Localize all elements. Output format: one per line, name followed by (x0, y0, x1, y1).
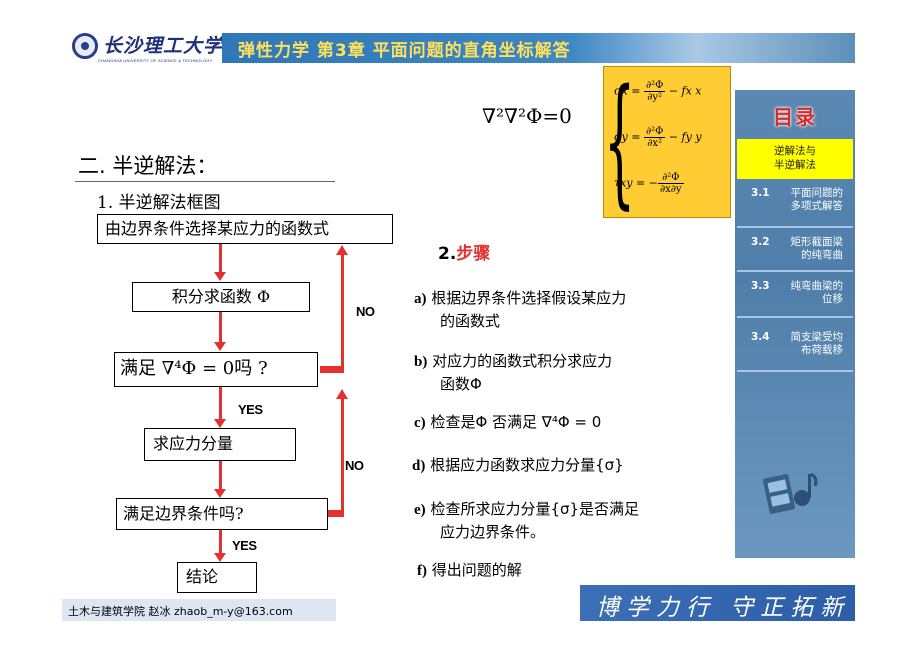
sidebar-title: 目录 (773, 105, 817, 129)
sigma-y-equation: σy = ∂²Φ∂x² − fy y (614, 126, 702, 149)
footer-motto: 博学力行 守正拓新 (596, 595, 851, 621)
footer-motto-bar (580, 585, 855, 621)
sidebar-divider (737, 226, 853, 228)
footer-author: 土木与建筑学院 赵冰 zhaob_m-y@163.com (68, 605, 293, 618)
flow-arrow-shaft (219, 461, 222, 489)
sidebar-item-3-1[interactable]: 3.1 平面问题的 多项式解答 (737, 187, 853, 213)
equation-brace: { (604, 60, 636, 223)
stress-equations-box (603, 66, 731, 218)
sidebar-item-label: 矩形截面梁 的纯弯曲 (790, 236, 844, 261)
flowchart-box-stress-components: 求应力分量 (144, 428, 296, 461)
section-divider (75, 181, 335, 182)
sidebar-item-label: 简支梁受均 布荷载移 (790, 331, 844, 356)
university-name: 长沙理工大学 (103, 35, 224, 57)
flowchart-box-check-boundary: 满足边界条件吗? (116, 498, 328, 530)
steps-heading: 2.步骤 (438, 239, 490, 264)
no-loop-connector (328, 510, 344, 517)
steps-title-text: 步骤 (456, 244, 491, 264)
step-item: f) 得出问题的解 (417, 561, 522, 579)
sidebar-item-num: 3.2 (751, 236, 770, 248)
yes-label: YES (238, 402, 263, 417)
sidebar-item-label: 纯弯曲梁的 位移 (790, 280, 844, 305)
sidebar-item-label: 逆解法与 半逆解法 (774, 145, 816, 171)
sidebar-divider (737, 270, 853, 272)
title-bar (222, 33, 855, 63)
sidebar-item-3-4[interactable]: 3.4 简支梁受均 布荷载移 (737, 331, 853, 357)
film-music-icon[interactable] (762, 468, 820, 518)
section-title: 二. 半逆解法： (78, 154, 218, 178)
no-loop-shaft (341, 398, 344, 517)
university-english-name: CHANGSHA UNIVERSITY OF SCIENCE & TECHNOL… (98, 58, 213, 63)
flowchart-box-check-biharmonic: 满足 ∇⁴Φ = 0吗 ? (114, 352, 318, 387)
sidebar-item-active[interactable]: 逆解法与 半逆解法 (737, 139, 853, 179)
no-loop-shaft (341, 254, 344, 373)
sidebar-item-num: 3.4 (751, 331, 770, 343)
step-item: a) 根据边界条件选择假设某应力的函数式 (414, 289, 627, 330)
no-loop-connector (320, 366, 342, 373)
sidebar-item-num: 3.3 (751, 280, 770, 292)
step-item: c) 检查是Φ 否满足 ∇⁴Φ = 0 (414, 413, 602, 431)
university-logo-icon (72, 33, 98, 59)
sidebar-item-3-3[interactable]: 3.3 纯弯曲梁的 位移 (737, 280, 853, 306)
flow-arrow-up-icon (336, 389, 348, 399)
flow-arrow-down-icon (214, 419, 226, 428)
flow-arrow-down-icon (214, 272, 226, 281)
yes-label: YES (232, 538, 257, 553)
steps-number: 2. (438, 244, 457, 264)
flow-arrow-down-icon (214, 489, 226, 498)
step-item: b) 对应力的函数式积分求应力函数Φ (414, 352, 613, 393)
flowchart-box-select-stress: 由边界条件选择某应力的函数式 (97, 214, 393, 244)
flow-arrow-down-icon (214, 553, 226, 562)
flowchart-box-integrate: 积分求函数 Φ (132, 282, 310, 312)
sidebar-item-num: 3.1 (751, 187, 770, 199)
flow-arrow-shaft (219, 244, 222, 272)
no-label: NO (345, 458, 364, 473)
no-label: NO (356, 304, 375, 319)
flow-arrow-shaft (219, 387, 222, 419)
tau-xy-equation: τxy = −∂²Φ∂x∂y (614, 172, 684, 195)
biharmonic-equation: ∇²∇²Φ=0 (482, 104, 572, 128)
slide-title: 弹性力学 第3章 平面问题的直角坐标解答 (238, 41, 571, 61)
sidebar-divider (737, 370, 853, 372)
sidebar-item-3-2[interactable]: 3.2 矩形截面梁 的纯弯曲 (737, 236, 853, 262)
flow-arrow-down-icon (214, 342, 226, 351)
flow-arrow-up-icon (336, 245, 348, 255)
flowchart-title: 1. 半逆解法框图 (97, 193, 221, 213)
flowchart-box-conclusion: 结论 (177, 562, 257, 593)
sigma-x-equation: σx = ∂²Φ∂y² − fx x (614, 80, 702, 103)
flow-arrow-shaft (219, 530, 222, 554)
step-item: d) 根据应力函数求应力分量{σ} (412, 456, 624, 474)
footer-author-bar (62, 599, 336, 621)
sidebar-divider (737, 316, 853, 318)
flow-arrow-shaft (219, 312, 222, 342)
sidebar-item-label: 平面问题的 多项式解答 (790, 187, 844, 212)
step-item: e) 检查所求应力分量{σ}是否满足应力边界条件。 (414, 500, 640, 541)
